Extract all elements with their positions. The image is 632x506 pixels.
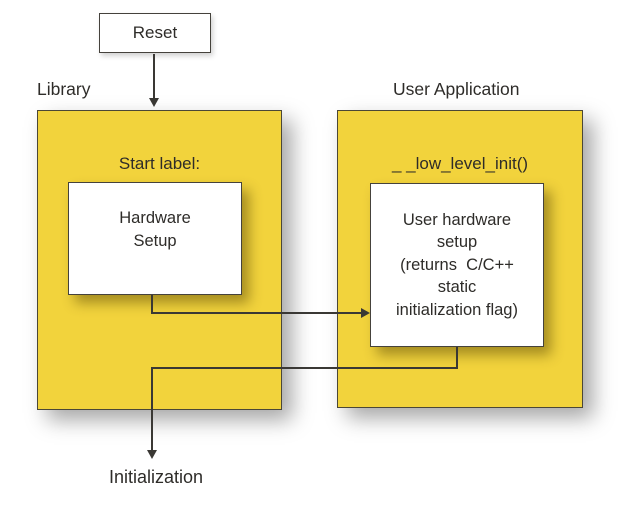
reset-label: Reset [132,23,178,42]
library-group-label: Library [37,79,91,99]
arrow-down-icon [147,450,157,459]
user-hw-line: setup [436,233,478,252]
hw-to-userhw-connector-vertical [151,295,153,314]
hw-to-userhw-connector-horizontal [151,312,362,314]
hardware-setup-line: Setup [133,231,177,250]
user-hw-line: (returns C/C++ [400,255,514,274]
reset-to-library-arrow-line [153,54,155,99]
reset-node: Reset [99,13,211,53]
user-application-group-label: User Application [393,79,520,99]
start-label: Start label: [118,154,201,173]
user-hw-line: User hardware [402,210,512,229]
arrow-right-icon [361,308,370,318]
low-level-init-label: _ _low_level_init() [391,154,529,173]
user-hw-line: initialization flag) [396,300,518,319]
userhw-to-init-connector-horizontal [151,367,458,369]
hardware-setup-node: Hardware Setup [68,182,242,295]
user-hw-line: static [437,278,477,297]
initialization-label: Initialization [108,467,204,487]
userhw-to-init-connector-vertical-left [151,367,153,451]
hardware-setup-line: Hardware [119,209,191,227]
user-hardware-setup-node: User hardware setup (returns C/C++ stati… [370,183,544,347]
userhw-to-init-connector-vertical-right [456,347,458,369]
arrow-down-icon [149,98,159,107]
